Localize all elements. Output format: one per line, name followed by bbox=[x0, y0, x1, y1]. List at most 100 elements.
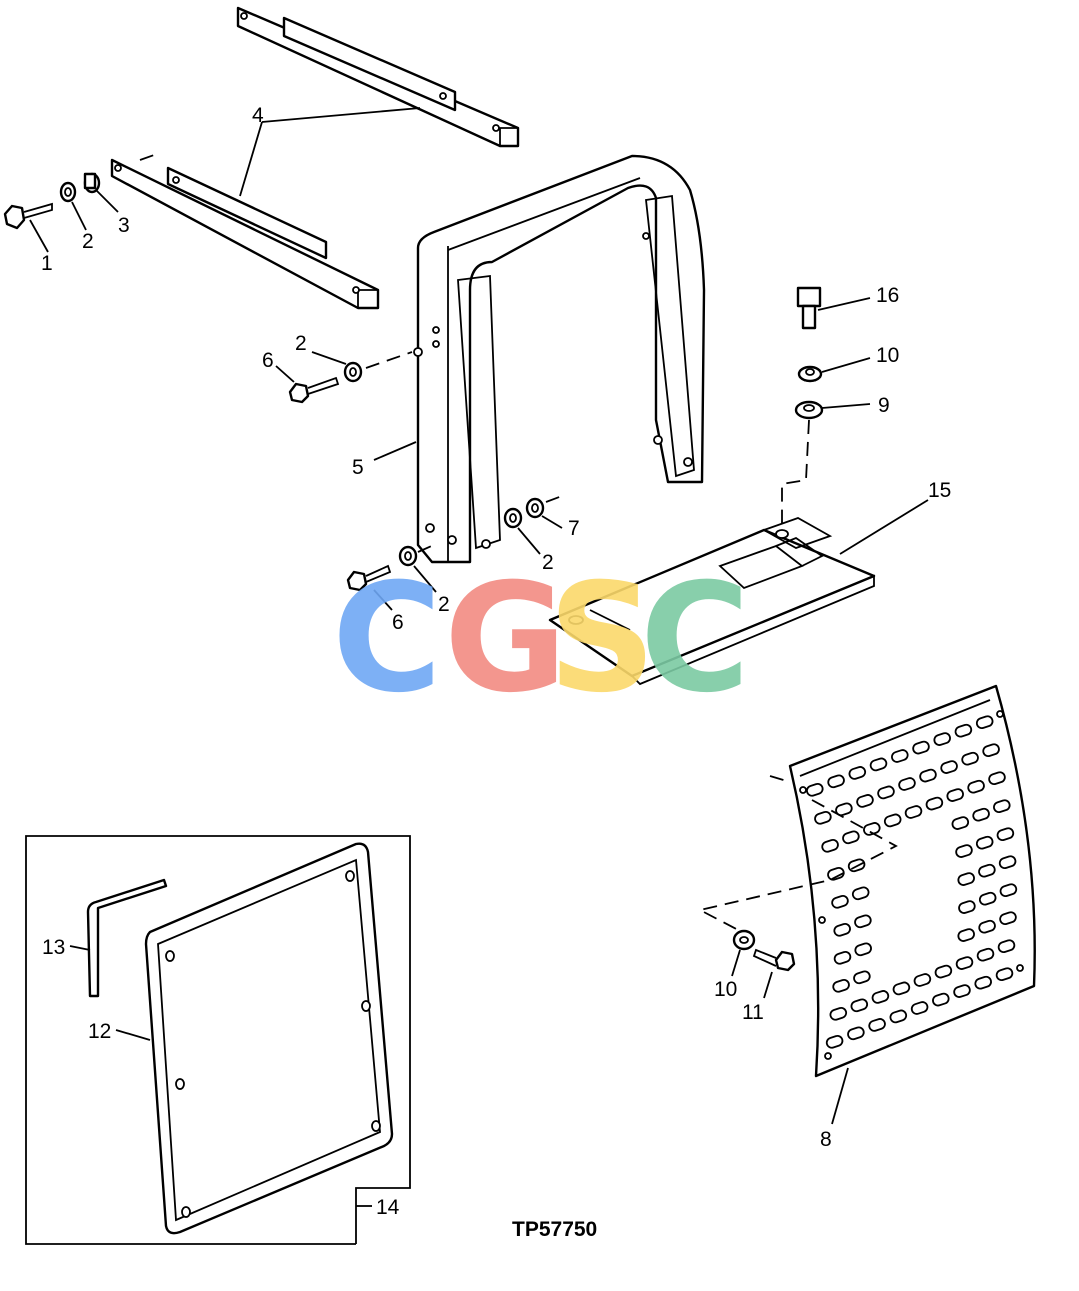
floor-plate bbox=[548, 517, 876, 686]
panel-slot bbox=[868, 1018, 886, 1032]
leader-lines bbox=[29, 107, 929, 1207]
panel-slot bbox=[951, 816, 970, 830]
callout-2: 2 bbox=[82, 230, 94, 253]
panel-slot bbox=[891, 749, 909, 763]
watermark-letter: C bbox=[332, 552, 442, 726]
panel-slot bbox=[957, 928, 975, 942]
panel-slot bbox=[933, 732, 951, 746]
callout-2: 2 bbox=[295, 332, 307, 355]
watermark-letter: C bbox=[640, 552, 750, 726]
panel-slot bbox=[910, 1001, 929, 1015]
panel-slot bbox=[854, 914, 872, 929]
panel-slot bbox=[832, 978, 850, 993]
callout-13: 13 bbox=[42, 936, 65, 959]
callout-11: 11 bbox=[742, 1001, 764, 1024]
panel-slot bbox=[883, 813, 902, 828]
washer-2 bbox=[59, 181, 77, 203]
panel-slot bbox=[932, 992, 950, 1007]
panel-slot bbox=[972, 807, 990, 822]
washer-9 bbox=[794, 400, 824, 420]
panel-slots bbox=[806, 715, 1018, 1049]
panel-slot bbox=[978, 863, 996, 878]
panel-slot bbox=[954, 723, 973, 738]
watermark: C G S C bbox=[332, 552, 750, 726]
nut-7 bbox=[525, 495, 563, 519]
bolt-6-upper bbox=[288, 376, 340, 404]
callout-10: 10 bbox=[876, 344, 899, 367]
panel-slot bbox=[961, 751, 979, 766]
callout-1: 1 bbox=[41, 252, 53, 275]
panel-slot bbox=[835, 802, 853, 817]
panel-slot bbox=[833, 950, 852, 965]
callout-8: 8 bbox=[820, 1128, 832, 1151]
callout-2: 2 bbox=[542, 551, 554, 574]
panel-slot bbox=[851, 886, 870, 901]
callout-7: 7 bbox=[568, 517, 580, 540]
lower-rail bbox=[110, 154, 380, 310]
bolt-11 bbox=[752, 948, 796, 972]
panel-slot bbox=[898, 777, 916, 791]
bushing-3 bbox=[83, 172, 101, 194]
callout-10: 10 bbox=[714, 978, 737, 1001]
panel-slot bbox=[982, 743, 1000, 758]
panel-slot bbox=[833, 922, 851, 937]
panel-slot bbox=[958, 900, 976, 914]
panel-slot bbox=[996, 827, 1015, 842]
washer-10-lower bbox=[732, 929, 756, 951]
panel-slot bbox=[993, 799, 1011, 814]
panel-slot bbox=[934, 964, 953, 979]
panel-slot bbox=[827, 774, 845, 789]
panel-slot bbox=[953, 984, 971, 998]
panel-slot bbox=[856, 794, 874, 808]
washer-10-upper bbox=[797, 365, 823, 383]
panel-slot bbox=[940, 760, 958, 774]
panel-slot bbox=[975, 835, 994, 850]
panel-slot bbox=[842, 830, 860, 845]
panel-slot bbox=[871, 990, 890, 1004]
panel-slot bbox=[854, 942, 872, 957]
panel-slot bbox=[853, 970, 871, 985]
inset-window-kit bbox=[25, 835, 411, 1245]
bolt-1 bbox=[3, 202, 53, 230]
callouts: 1 2 3 4 2 6 5 7 2 2 6 16 10 9 15 13 12 1… bbox=[41, 104, 951, 1219]
panel-slot bbox=[974, 975, 992, 990]
panel-slot bbox=[955, 844, 973, 858]
panel-slot bbox=[957, 872, 975, 886]
panel-slot bbox=[946, 788, 964, 802]
panel-slot bbox=[997, 939, 1016, 954]
callout-15: 15 bbox=[928, 479, 951, 502]
panel-slot bbox=[978, 919, 996, 934]
panel-slot bbox=[967, 779, 985, 794]
assembly-line-right bbox=[781, 419, 810, 540]
figure-id: TP57750 bbox=[512, 1218, 597, 1241]
panel-slot bbox=[825, 1034, 844, 1049]
panel-slot bbox=[975, 715, 994, 730]
panel-slot bbox=[919, 768, 937, 783]
watermark-letter: S bbox=[548, 552, 656, 726]
panel-slot bbox=[814, 810, 832, 825]
panel-slot bbox=[829, 1006, 848, 1021]
panel-slot bbox=[978, 891, 997, 906]
panel-slot bbox=[925, 796, 944, 811]
watermark-letter: G bbox=[444, 552, 567, 726]
perforated-panel bbox=[697, 684, 1036, 1078]
callout-4: 4 bbox=[252, 104, 264, 127]
washer-2-upper bbox=[343, 351, 413, 383]
panel-slot bbox=[976, 947, 995, 962]
callout-12: 12 bbox=[88, 1020, 111, 1043]
panel-slot bbox=[904, 805, 923, 819]
main-frame bbox=[413, 154, 706, 564]
washer-2-lower-right bbox=[503, 507, 523, 529]
panel-slot bbox=[892, 981, 911, 996]
panel-slot bbox=[998, 855, 1017, 870]
callout-5: 5 bbox=[352, 456, 364, 479]
panel-slot bbox=[827, 866, 845, 881]
panel-slot bbox=[995, 967, 1014, 982]
callout-6: 6 bbox=[392, 611, 404, 634]
panel-slot bbox=[869, 757, 888, 772]
washer-2-lower-left bbox=[398, 543, 437, 567]
panel-slot bbox=[999, 883, 1018, 898]
panel-slot bbox=[988, 771, 1006, 786]
panel-slot bbox=[913, 973, 932, 987]
